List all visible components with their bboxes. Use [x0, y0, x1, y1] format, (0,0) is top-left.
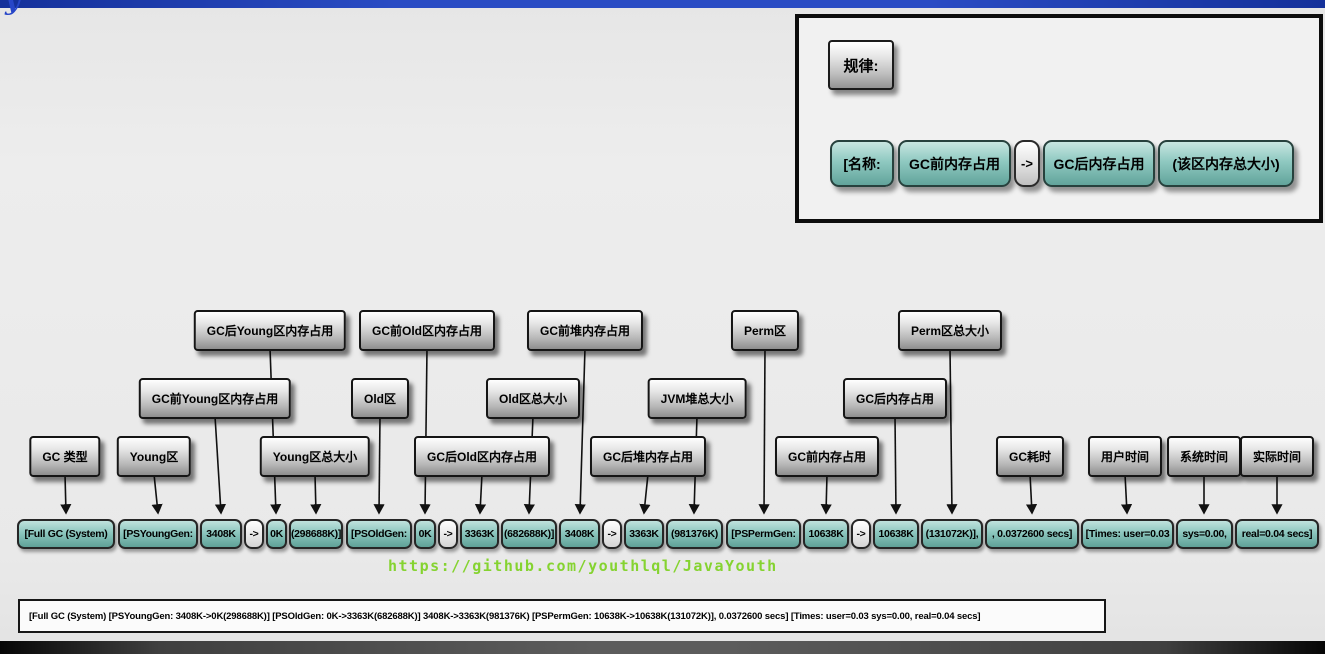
connector-line — [60, 473, 72, 515]
connector-line — [269, 347, 282, 515]
callout-user-time: 用户时间 — [1087, 436, 1163, 477]
gc-log-text-box: [Full GC (System) [PSYoungGen: 3408K->0K… — [18, 599, 1106, 633]
log-segment: [Full GC (System) — [17, 519, 115, 549]
log-segment-arrow: -> — [851, 519, 871, 549]
callout-perm-total: Perm区总大小 — [897, 310, 1003, 351]
connector-line — [574, 347, 586, 515]
log-segment: 3363K — [460, 519, 499, 549]
connector-line — [639, 473, 651, 515]
log-segment: (981376K) — [666, 519, 723, 549]
logo-fragment: y — [5, 0, 21, 16]
connector-line — [758, 347, 770, 515]
log-segment: 3408K — [200, 519, 242, 549]
log-segment-arrow: -> — [244, 519, 264, 549]
callout-sys-time: 系统时间 — [1166, 436, 1242, 477]
legend-arrow-icon: -> — [1014, 140, 1040, 187]
connector-line — [310, 473, 322, 515]
callout-gc-type: GC 类型 — [29, 436, 101, 477]
callout-heap-total: JVM堆总大小 — [647, 378, 747, 419]
connector-line — [373, 415, 385, 515]
log-segment: (131072K)], — [921, 519, 983, 549]
connector-line — [214, 415, 227, 515]
log-segment: [PSYoungGen: — [118, 519, 198, 549]
bottom-edge — [0, 641, 1325, 654]
callout-old-after: GC后Old区内存占用 — [414, 436, 550, 477]
log-segment-arrow: -> — [438, 519, 458, 549]
callout-gc-time: GC耗时 — [995, 436, 1065, 477]
connector-line — [1120, 473, 1133, 515]
connector-line — [419, 347, 431, 515]
connector-line — [820, 473, 832, 515]
legend-title: 规律: — [828, 40, 894, 90]
callout-real-time: 实际时间 — [1239, 436, 1315, 477]
connector-line — [1025, 473, 1038, 515]
log-segment: , 0.0372600 secs] — [985, 519, 1079, 549]
callout-perm-before: GC前内存占用 — [774, 436, 880, 477]
top-accent-bar — [0, 0, 1325, 8]
callout-young-before: GC前Young区内存占用 — [138, 378, 292, 419]
log-segment: 10638K — [803, 519, 849, 549]
connector-line — [890, 415, 902, 515]
log-segment: 0K — [414, 519, 436, 549]
callout-heap-before: GC前堆内存占用 — [526, 310, 644, 351]
callout-old-total: Old区总大小 — [486, 378, 580, 419]
legend-item-total: (该区内存总大小) — [1158, 140, 1294, 187]
legend-item-name: [名称: — [830, 140, 894, 187]
legend-panel: 规律: [名称: GC前内存占用 -> GC后内存占用 (该区内存总大小) — [795, 14, 1323, 223]
github-link[interactable]: https://github.com/youthlql/JavaYouth — [388, 557, 778, 575]
legend-item-after: GC后内存占用 — [1043, 140, 1155, 187]
connector-line — [151, 473, 163, 515]
log-segment: [PSPermGen: — [726, 519, 801, 549]
callout-perm-gen: Perm区 — [730, 310, 800, 351]
log-segment: [Times: user=0.03 — [1081, 519, 1174, 549]
callout-heap-after: GC后堆内存占用 — [589, 436, 707, 477]
gc-log-text: [Full GC (System) [PSYoungGen: 3408K->0K… — [29, 610, 981, 622]
log-segment: sys=0.00, — [1176, 519, 1233, 549]
callout-young-after: GC后Young区内存占用 — [193, 310, 347, 351]
callout-old-before: GC前Old区内存占用 — [359, 310, 495, 351]
callout-young-gen: Young区 — [116, 436, 192, 477]
connector-line — [946, 347, 958, 515]
log-segment: [PSOldGen: — [346, 519, 412, 549]
callout-perm-after: GC后内存占用 — [842, 378, 948, 419]
log-segment: 3408K — [559, 519, 600, 549]
log-segment: 0K — [266, 519, 287, 549]
log-segment-arrow: -> — [602, 519, 622, 549]
callout-old-gen: Old区 — [351, 378, 409, 419]
log-segment: (682688K)] — [501, 519, 557, 549]
legend-item-before: GC前内存占用 — [898, 140, 1011, 187]
log-segment: 3363K — [624, 519, 664, 549]
connector-line — [474, 473, 487, 515]
callout-young-total: Young区总大小 — [259, 436, 371, 477]
log-segment: 10638K — [873, 519, 919, 549]
log-segment: (298688K)] — [289, 519, 343, 549]
log-segment: real=0.04 secs] — [1235, 519, 1319, 549]
